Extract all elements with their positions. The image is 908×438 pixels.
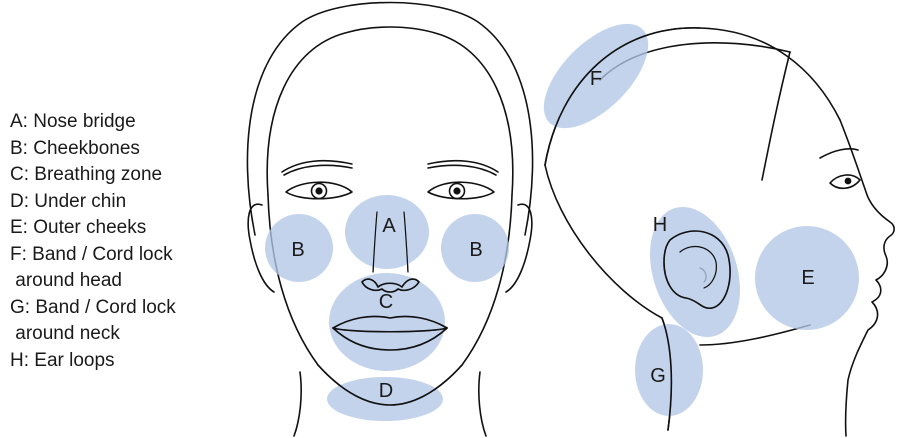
zone-g-band-around-neck [635,324,703,416]
zone-label-a: A [382,215,396,237]
zone-label-h: H [653,214,667,236]
zone-label-e: E [801,267,814,289]
zone-label-f: F [590,68,602,90]
zone-label-d: D [379,380,393,402]
zone-label-b-left: B [291,239,304,261]
mask-contact-zones [265,6,859,421]
zone-label-c: C [379,291,393,313]
zone-label-g: G [650,365,666,387]
zone-label-b-right: B [469,239,482,261]
